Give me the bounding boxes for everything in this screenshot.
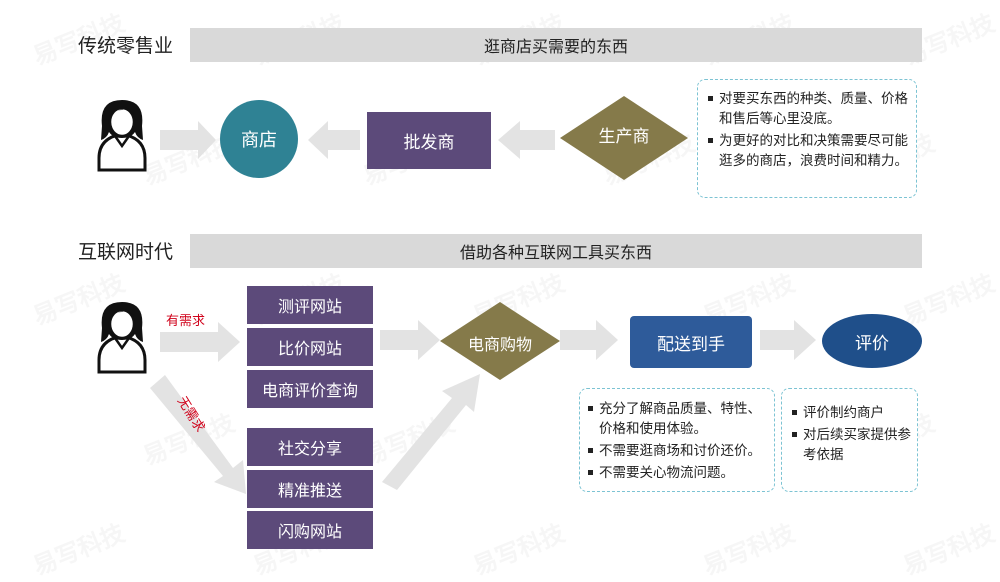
arrow-delivery-to-review (760, 320, 816, 360)
site-social: 社交分享 (247, 428, 373, 466)
with-need-label: 有需求 (166, 314, 206, 329)
banner-traditional: 逛商店买需要的东西 (190, 28, 922, 62)
delivery-node: 配送到手 (630, 316, 752, 368)
arrow-no-need (150, 375, 246, 494)
banner-internet: 借助各种互联网工具买东西 (190, 234, 922, 268)
arrow-sites-to-ecommerce (380, 320, 440, 360)
internet-notes-left: 充分了解商品质量、特性、价格和使用体验。 不需要逛商场和讨价还价。 不需要关心物… (579, 388, 775, 492)
site-compare: 比价网站 (247, 328, 373, 366)
arrow-ecommerce-to-delivery (560, 320, 618, 360)
site-push: 精准推送 (247, 470, 373, 508)
arrow-nosites-to-ecommerce (382, 374, 480, 490)
arrow-need (160, 322, 240, 362)
producer-diamond (560, 96, 688, 180)
producer-label: 生产商 (598, 127, 650, 147)
note-item: 充分了解商品质量、特性、价格和使用体验。 (588, 399, 768, 439)
note-item: 为更好的对比和决策需要尽可能逛多的商店，浪费时间和精力。 (708, 131, 908, 171)
note-item: 不需要逛商场和讨价还价。 (588, 441, 768, 461)
ecommerce-label: 电商购物 (467, 335, 532, 354)
person-icon (97, 100, 147, 172)
arrow-producer-to-wholesaler (498, 121, 555, 159)
review-node: 评价 (822, 314, 922, 368)
wholesaler-node: 批发商 (367, 112, 491, 169)
section-title-traditional: 传统零售业 (78, 35, 174, 57)
arrow-wholesaler-to-store (308, 121, 360, 159)
section-title-internet: 互联网时代 (78, 241, 174, 263)
internet-notes-right: 评价制约商户 对后续买家提供参考依据 (781, 388, 918, 492)
note-item: 对后续买家提供参考依据 (792, 425, 911, 465)
traditional-notes: 对要买东西的种类、质量、价格和售后等心里没底。 为更好的对比和决策需要尽可能逛多… (697, 79, 917, 198)
note-item: 评价制约商户 (792, 403, 911, 423)
site-ecommerce-review: 电商评价查询 (247, 370, 373, 408)
arrow-store-to-person (160, 121, 216, 159)
site-flash-sale: 闪购网站 (247, 511, 373, 549)
person-icon (97, 302, 147, 374)
note-item: 对要买东西的种类、质量、价格和售后等心里没底。 (708, 89, 908, 129)
site-review: 测评网站 (247, 286, 373, 324)
note-item: 不需要关心物流问题。 (588, 463, 768, 483)
ecommerce-diamond (440, 302, 560, 380)
store-node: 商店 (220, 100, 298, 178)
